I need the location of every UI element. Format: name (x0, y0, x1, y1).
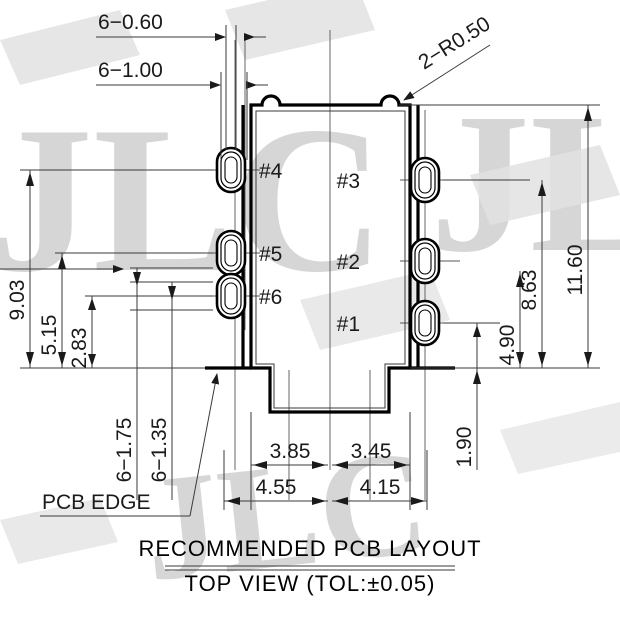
pin-labels: #4 #5 #6 #3 #2 #1 (259, 160, 360, 336)
dim-label-3-85: 3.85 (270, 440, 311, 463)
component-body-outline (249, 94, 412, 414)
pin-label-3: #3 (337, 170, 360, 193)
dim-label-9-03: 9.03 (6, 280, 29, 321)
dim-label-11-60: 11.60 (564, 245, 587, 296)
dim-label-2-83: 2.83 (68, 328, 91, 369)
dim-label-6-1-00: 6−1.00 (98, 59, 163, 82)
pin-label-5: #5 (259, 243, 282, 266)
dim-label-6-1-35: 6−1.35 (148, 418, 171, 483)
pad-6 (215, 272, 247, 320)
dim-label-1-90: 1.90 (453, 427, 476, 468)
pad-group-left (215, 146, 247, 320)
watermark-swoosh (0, 0, 620, 564)
pad-group-right (409, 156, 441, 347)
watermark-glyph: JLC (0, 84, 385, 316)
dim-label-4-15: 4.15 (360, 476, 401, 499)
title-main: RECOMMENDED PCB LAYOUT (138, 536, 481, 561)
bottom-horizontal-dimensions: 3.85 3.45 4.55 4.15 (223, 412, 428, 510)
pad-4 (215, 146, 247, 194)
left-lower-dimensions: 6−1.75 6−1.35 (113, 267, 213, 500)
dim-label-5-15: 5.15 (38, 315, 61, 356)
watermark-glyph: JLC (136, 418, 435, 613)
pcb-edge-label: PCB EDGE (42, 491, 151, 514)
left-vertical-dimensions: 9.03 5.15 2.83 (0, 169, 213, 369)
pad-1 (409, 299, 441, 347)
pad-2 (409, 237, 441, 285)
dim-label-4-55: 4.55 (256, 476, 297, 499)
dim-label-6-1-75: 6−1.75 (113, 418, 136, 483)
pin-label-1: #1 (337, 313, 360, 336)
title-block: RECOMMENDED PCB LAYOUT TOP VIEW (TOL:±0.… (138, 536, 481, 596)
dim-label-6-0-60: 6−0.60 (98, 11, 163, 34)
top-dimensions: 6−0.60 6−1.00 (96, 11, 268, 160)
title-sub: TOP VIEW (TOL:±0.05) (185, 571, 436, 596)
pcb-edge-annotation: PCB EDGE (40, 373, 220, 517)
pin-label-2: #2 (337, 251, 360, 274)
dim-label-8-63: 8.63 (518, 270, 541, 311)
dim-label-3-45: 3.45 (351, 440, 392, 463)
dim-label-4-90: 4.90 (496, 325, 519, 366)
pin-label-4: #4 (259, 160, 283, 183)
pad-5 (215, 229, 247, 277)
pad-3 (409, 156, 441, 204)
dim-label-2-r0-50: 2−R0.50 (414, 12, 494, 74)
pin-label-6: #6 (259, 286, 282, 309)
right-vertical-dimensions: 11.60 8.63 4.90 1.90 (399, 104, 600, 470)
